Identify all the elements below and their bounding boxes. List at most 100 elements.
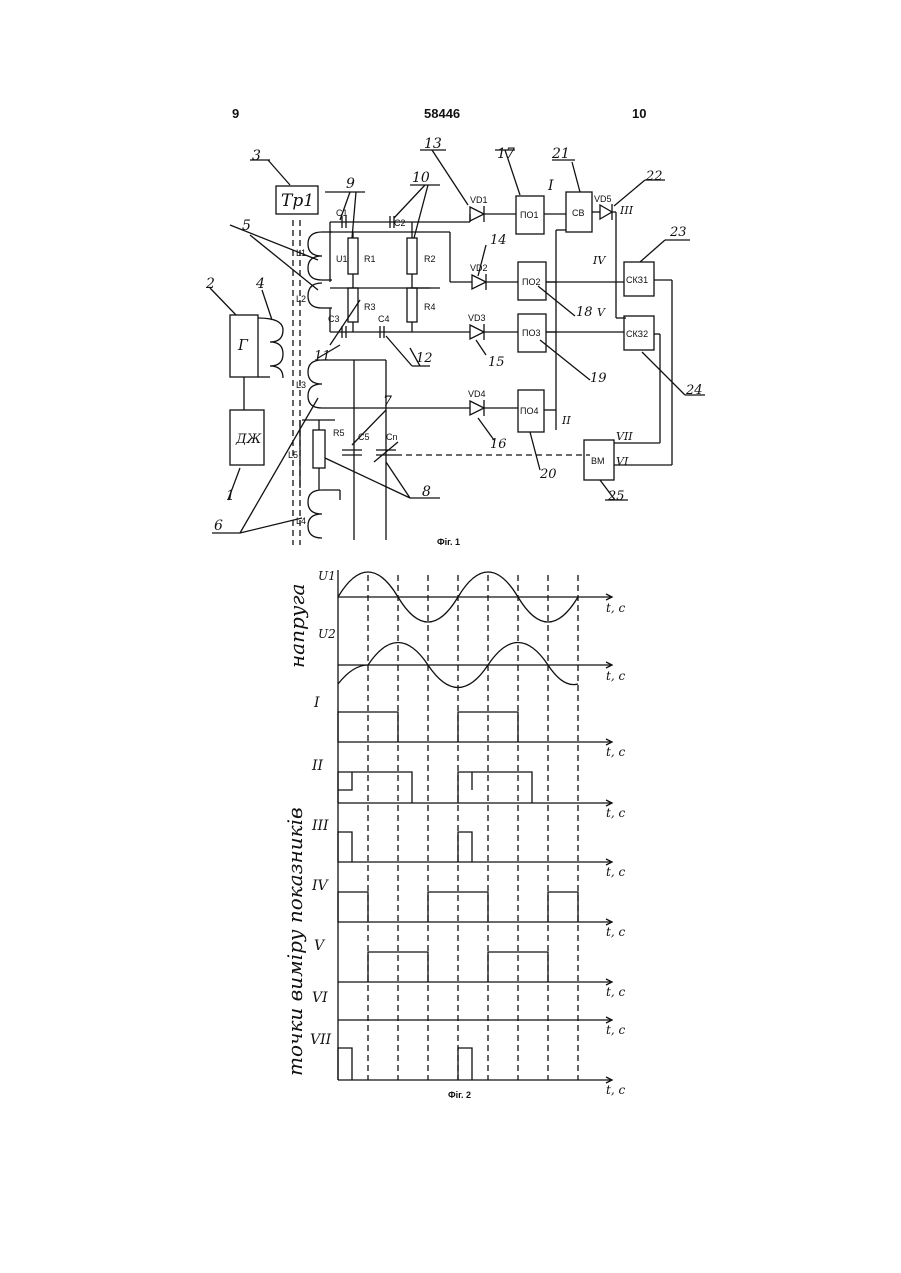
callout-19: 19 bbox=[590, 371, 607, 386]
signal-iii bbox=[338, 832, 472, 862]
callout-1: 1 bbox=[226, 488, 235, 504]
ind-l4-label: L4 bbox=[296, 516, 306, 526]
callout-12: 12 bbox=[416, 351, 433, 366]
row-vii-label: VII bbox=[310, 1032, 332, 1048]
row-iii-label: III bbox=[311, 818, 329, 834]
node-v-label: V bbox=[597, 306, 606, 319]
callout-24: 24 bbox=[685, 383, 703, 398]
diode-vd3-label: VD3 bbox=[468, 313, 486, 323]
cap-c4-label: C4 bbox=[378, 314, 390, 324]
callout-4-leader bbox=[262, 290, 272, 320]
node-vii-label: VII bbox=[616, 430, 633, 443]
coil-l4 bbox=[308, 490, 322, 538]
row-u1-label: U1 bbox=[318, 569, 336, 583]
callout-5: 5 bbox=[242, 218, 251, 234]
axis-unit-iii: t, c bbox=[606, 865, 625, 879]
transformer-label: Тр1 bbox=[281, 191, 314, 211]
node-ii-label: II bbox=[561, 414, 571, 427]
callout-3-leader bbox=[268, 160, 290, 185]
resistor-r4 bbox=[407, 288, 417, 322]
resistor-r2 bbox=[407, 238, 417, 274]
diode-vd1 bbox=[470, 206, 484, 222]
generator-label: Г bbox=[237, 336, 249, 354]
axis-unit-i: t, c bbox=[606, 745, 625, 759]
diode-vd4-label: VD4 bbox=[468, 389, 486, 399]
voltage-group-label: напруга bbox=[285, 584, 309, 668]
diode-vd3 bbox=[470, 324, 484, 340]
callout-9: 9 bbox=[346, 176, 355, 192]
resistor-r1 bbox=[348, 238, 358, 274]
diode-vd5 bbox=[600, 204, 612, 220]
callout-23: 23 bbox=[669, 225, 687, 240]
generator-coil bbox=[258, 318, 283, 378]
row-iv-label: IV bbox=[311, 878, 330, 894]
callout-10: 10 bbox=[412, 170, 430, 186]
callout-17: 17 bbox=[497, 146, 515, 162]
axis-unit-vi: t, c bbox=[606, 1023, 625, 1037]
callout-21: 21 bbox=[551, 146, 570, 162]
shaper-po1-label: ПО1 bbox=[520, 210, 538, 220]
fig1-caption: Фіг. 1 bbox=[437, 537, 460, 547]
resistor-r5 bbox=[313, 430, 325, 468]
coincidence-label: СВ bbox=[572, 208, 585, 218]
callout-4: 4 bbox=[255, 276, 265, 292]
diode-vd2-label: VD2 bbox=[470, 263, 488, 273]
res-r1-label: R1 bbox=[364, 254, 376, 264]
callout-20: 20 bbox=[539, 467, 557, 482]
callout-8: 8 bbox=[422, 484, 431, 500]
callout-25: 25 bbox=[607, 489, 625, 504]
coil-l3 bbox=[308, 360, 322, 408]
callout-6: 6 bbox=[214, 518, 223, 534]
axis-unit-iv: t, c bbox=[606, 925, 625, 939]
fig2-caption: Фіг. 2 bbox=[448, 1090, 471, 1100]
callout-7: 7 bbox=[383, 394, 392, 410]
coil-l1 bbox=[308, 232, 322, 280]
axis-unit-u1: t, c bbox=[606, 601, 625, 615]
ind-l5-label: L5 bbox=[288, 450, 298, 460]
res-r2-label: R2 bbox=[424, 254, 436, 264]
row-u2-label: U2 bbox=[318, 627, 336, 641]
node-iv-label: IV bbox=[592, 254, 606, 267]
axis-unit-v: t, c bbox=[606, 985, 625, 999]
callout-3: 3 bbox=[252, 148, 261, 164]
row-ii-label: II bbox=[311, 758, 324, 774]
callout-22: 22 bbox=[645, 169, 663, 184]
res-r4-label: R4 bbox=[424, 302, 436, 312]
callout-2-leader bbox=[210, 288, 236, 315]
diode-vd4 bbox=[470, 400, 484, 416]
points-group-label: точки виміру показників bbox=[283, 807, 307, 1076]
voltage-u1-label: U1 bbox=[336, 254, 348, 264]
row-vi-label: VI bbox=[312, 990, 328, 1006]
diode-vd1-label: VD1 bbox=[470, 195, 488, 205]
cap-c2-label: C2 bbox=[394, 218, 406, 228]
callout-18: 18 bbox=[576, 305, 593, 320]
cap-c3-label: C3 bbox=[328, 314, 340, 324]
row-v-label: V bbox=[314, 938, 326, 954]
diode-vd2 bbox=[472, 274, 486, 290]
callout-11: 11 bbox=[314, 349, 331, 364]
callout-13: 13 bbox=[424, 136, 442, 152]
cap-c1-label: C1 bbox=[336, 208, 348, 218]
shaper-po3-label: ПО3 bbox=[522, 328, 540, 338]
row-i-label: I bbox=[313, 695, 320, 711]
cap-cn-label: Cn bbox=[386, 432, 398, 442]
fig2-baselines bbox=[338, 594, 612, 1083]
callout-15: 15 bbox=[488, 355, 505, 370]
res-r5-label: R5 bbox=[333, 428, 345, 438]
comparator-2-label: СКЗ2 bbox=[626, 329, 648, 339]
axis-unit-vii: t, c bbox=[606, 1083, 625, 1097]
shaper-po2-label: ПО2 bbox=[522, 277, 540, 287]
shaper-po4-label: ПО4 bbox=[520, 406, 538, 416]
axis-unit-u2: t, c bbox=[606, 669, 625, 683]
ind-l3-label: L3 bbox=[296, 380, 306, 390]
comparator-1-label: СКЗ1 bbox=[626, 275, 648, 285]
node-i-label: I bbox=[547, 178, 554, 194]
diode-vd5-label: VD5 bbox=[594, 194, 612, 204]
axis-unit-ii: t, c bbox=[606, 806, 625, 820]
ind-l1-label: L1 bbox=[296, 248, 306, 258]
callout-14: 14 bbox=[490, 233, 507, 248]
signal-ii bbox=[338, 772, 532, 803]
cap-c5-label: C5 bbox=[358, 432, 370, 442]
signal-vii bbox=[338, 1048, 472, 1080]
